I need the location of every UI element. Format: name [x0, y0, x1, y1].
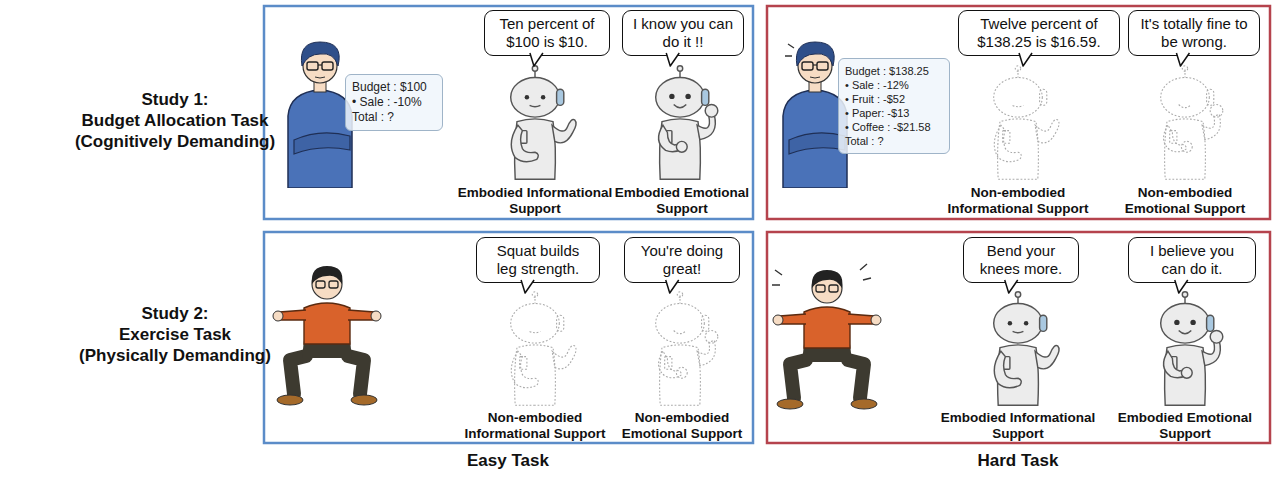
bubble-tail	[1005, 280, 1018, 293]
condition-caption: Non-embodied Emotional Support	[612, 410, 752, 441]
budget-card: Budget : $138.25• Sale : -12%• Fruit : -…	[838, 58, 950, 154]
budget-line: Total : ?	[352, 110, 436, 125]
row-title: Exercise Task	[65, 325, 285, 344]
speech-bubble: Bend your knees more.	[963, 237, 1079, 283]
budget-line: • Fruit : -$52	[845, 92, 943, 106]
speech-text: Ten percent of $100 is $10.	[493, 15, 601, 51]
speech-bubble: You're doing great!	[624, 237, 740, 283]
speech-bubble: I believe you can do it.	[1128, 237, 1256, 283]
budget-line: Budget : $100	[352, 80, 436, 95]
budget-line: • Coffee : -$21.58	[845, 120, 943, 134]
speech-text: It's totally fine to be wrong.	[1137, 15, 1251, 51]
budget-line: • Sale : -12%	[845, 78, 943, 92]
row-title: Budget Allocation Task	[65, 111, 285, 130]
condition-caption: Embodied Informational Support	[453, 185, 618, 216]
bubble-tail	[1176, 53, 1189, 66]
row-title: Study 1:	[65, 90, 285, 109]
bubble-tail	[666, 280, 679, 293]
column-title: Easy Task	[408, 451, 608, 470]
condition-caption: Non-embodied Informational Support	[936, 185, 1101, 216]
budget-line: • Paper: -$13	[845, 106, 943, 120]
condition-caption: Embodied Informational Support	[936, 410, 1101, 441]
column-title: Hard Task	[918, 451, 1118, 470]
speech-text: Squat builds leg strength.	[485, 242, 591, 278]
budget-line: • Sale : -10%	[352, 95, 436, 110]
row-title: (Cognitively Demanding)	[65, 132, 285, 151]
speech-bubble: Ten percent of $100 is $10.	[484, 10, 610, 56]
budget-line: Total : ?	[845, 134, 943, 148]
row-title: Study 2:	[65, 304, 285, 323]
speech-text: Bend your knees more.	[972, 242, 1070, 278]
speech-text: Twelve percent of $138.25 is $16.59.	[967, 15, 1111, 51]
budget-line: Budget : $138.25	[845, 64, 943, 78]
speech-bubble: Twelve percent of $138.25 is $16.59.	[958, 10, 1120, 56]
speech-bubble: I know you can do it !!	[622, 10, 744, 56]
speech-text: I believe you can do it.	[1137, 242, 1247, 278]
speech-bubble: It's totally fine to be wrong.	[1128, 10, 1260, 56]
bubble-tail	[666, 53, 679, 66]
condition-caption: Non-embodied Informational Support	[453, 410, 618, 441]
condition-caption: Non-embodied Emotional Support	[1110, 185, 1260, 216]
budget-card: Budget : $100• Sale : -10%Total : ?	[345, 74, 443, 131]
speech-text: You're doing great!	[633, 242, 731, 278]
bubble-tail	[530, 53, 543, 66]
speech-bubble: Squat builds leg strength.	[476, 237, 600, 283]
bubble-tail	[521, 280, 534, 293]
condition-caption: Embodied Emotional Support	[1110, 410, 1260, 441]
bubble-tail	[1019, 53, 1032, 66]
condition-caption: Embodied Emotional Support	[612, 185, 752, 216]
bubble-tail	[1175, 280, 1188, 293]
speech-text: I know you can do it !!	[631, 15, 735, 51]
row-title: (Physically Demanding)	[65, 346, 285, 365]
